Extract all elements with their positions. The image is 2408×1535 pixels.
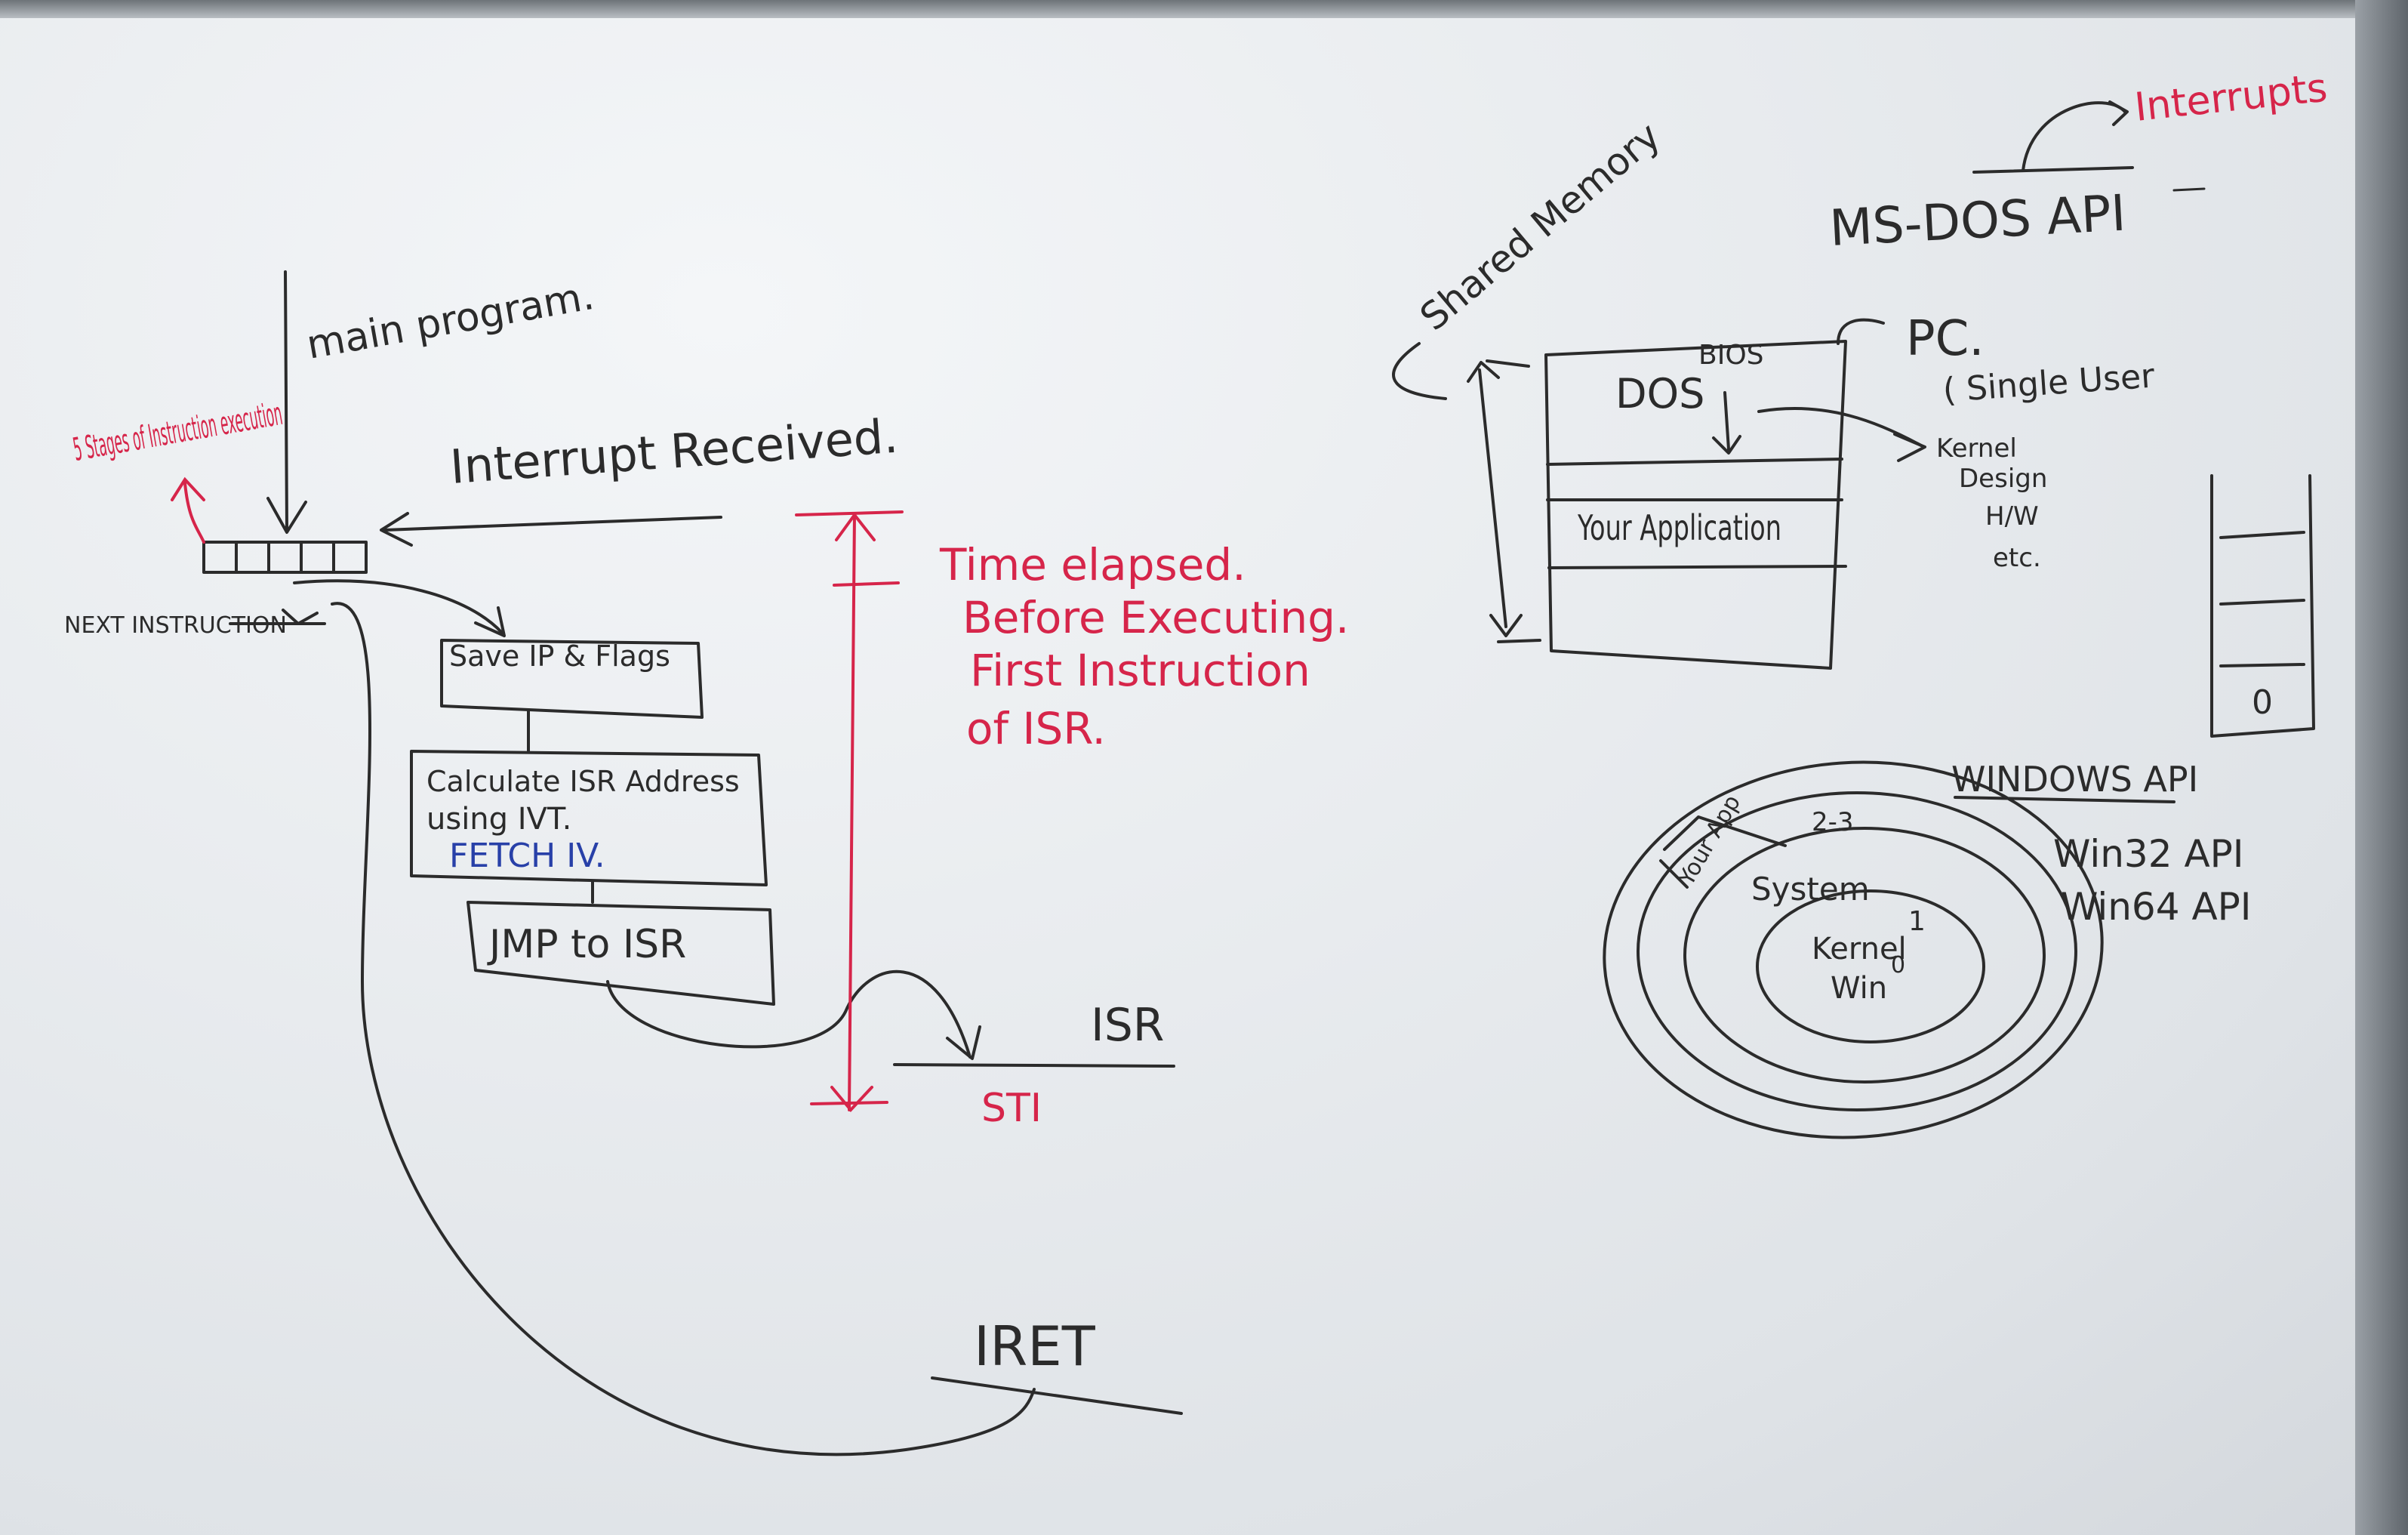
ring-1 — [1683, 827, 2046, 1083]
msdos-api-label: MS-DOS API — [1828, 184, 2127, 257]
ring-1-label: 1 — [1908, 906, 1926, 937]
win32-label: Win32 API — [2053, 832, 2244, 876]
save-label: Save IP & Flags — [449, 640, 670, 673]
jmp-box — [467, 901, 775, 1006]
ring-kernel-0: 0 — [1891, 952, 1905, 979]
save-box — [440, 639, 704, 719]
time-elapsed-1: Time elapsed. — [939, 539, 1246, 590]
dos-memory-block — [1544, 340, 1847, 670]
ring-2 — [1637, 791, 2077, 1111]
pc-label: PC. — [1906, 311, 1985, 367]
calculate-label-2: using IVT. — [426, 802, 571, 837]
time-marker — [848, 512, 856, 1111]
time-elapsed-2: Before Executing. — [962, 592, 1349, 643]
iret-curve — [331, 602, 1036, 1456]
time-elapsed-4: of ISR. — [966, 703, 1106, 754]
main-program-arrow — [284, 270, 288, 530]
ring-app-label: Your App — [1673, 791, 1746, 891]
stack-box — [2210, 474, 2315, 738]
shared-memory-label: Shared Memory — [1412, 114, 1668, 340]
kernel-item-0: Kernel — [1936, 433, 2017, 464]
win64-label: Win64 API — [2061, 885, 2252, 929]
main-program-label: main program. — [303, 273, 598, 368]
stages-label: 5 Stages of Instruction execution — [70, 395, 285, 468]
time-elapsed-3: First Instruction — [970, 645, 1310, 696]
ring-kernel-label: Kernel — [1812, 932, 1907, 966]
sti-label: STI — [981, 1086, 1042, 1131]
ring-0 — [1756, 889, 1985, 1043]
iret-label: IRET — [974, 1315, 1096, 1378]
ring-system-label: System — [1751, 871, 1870, 908]
ring-23-label: 2-3 — [1812, 807, 1854, 837]
fetch-iv-label: FETCH IV. — [449, 837, 605, 875]
windows-api-label: WINDOWS API — [1951, 759, 2198, 800]
ring-outer — [1603, 760, 2104, 1139]
calculate-box — [410, 750, 768, 886]
bios-label: BIOS — [1698, 340, 1764, 371]
calculate-label-1: Calculate ISR Address — [426, 765, 740, 798]
dos-label: DOS — [1615, 370, 1704, 418]
interrupt-received-label: Interrupt Received. — [448, 408, 900, 495]
interrupts-label: Interrupts — [2132, 66, 2329, 131]
kernel-item-1: Design — [1959, 464, 2047, 494]
stack-zero: 0 — [2252, 683, 2273, 722]
shared-memory-arrow — [1478, 368, 1507, 628]
jmp-label: JMP to ISR — [487, 922, 686, 967]
next-instruction-label: NEXT INSTRUCTION — [64, 612, 287, 639]
kernel-item-3: etc. — [1993, 543, 2041, 573]
whiteboard-frame-right — [2355, 0, 2408, 1535]
whiteboard-frame-top — [0, 0, 2408, 18]
isr-label: ISR — [1091, 999, 1164, 1052]
ring-wn-label: Win — [1831, 971, 1887, 1006]
kernel-item-2: H/W — [1985, 501, 2039, 532]
pipeline-boxes — [202, 541, 368, 574]
interrupt-arrow — [383, 516, 722, 532]
your-app-label: Your Application — [1577, 507, 1781, 548]
